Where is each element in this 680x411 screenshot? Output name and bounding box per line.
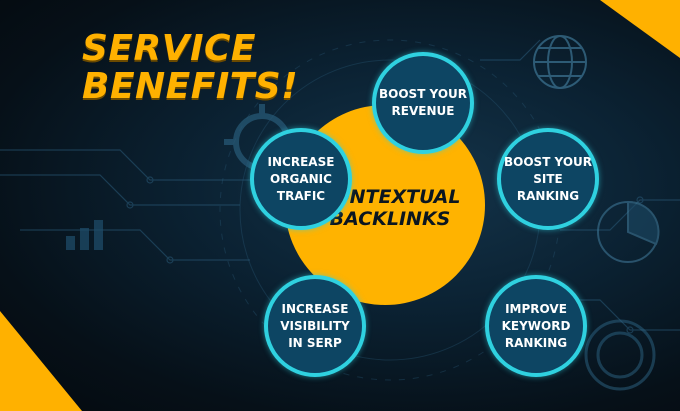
benefit-label: BOOST YOUR SITE RANKING	[504, 154, 592, 205]
benefit-serp-visibility: INCREASE VISIBILITY IN SERP	[264, 275, 366, 377]
benefit-boost-revenue: BOOST YOUR REVENUE	[372, 52, 474, 154]
headline: SERVICE BENEFITS!	[82, 30, 298, 106]
benefit-label-line: BOOST YOUR	[504, 154, 593, 169]
benefit-label-line: BOOST YOUR	[379, 87, 468, 101]
circular-gauge	[584, 319, 656, 391]
benefit-label: INCREASE ORGANIC TRAFIC	[257, 154, 345, 205]
benefit-label-line: VISIBILITY	[280, 318, 350, 333]
pie-chart-icon	[597, 200, 660, 263]
benefit-label-line: TRAFIC	[276, 188, 326, 203]
hub-label-line-2: BACKLINKS	[329, 207, 451, 230]
benefit-label-line: SITE RANKING	[516, 171, 580, 203]
benefit-label: IMPROVE KEYWORD RANKING	[492, 301, 580, 352]
benefit-label-line: KEYWORD	[501, 318, 571, 333]
benefit-label-line: INCREASE	[281, 301, 349, 316]
benefit-label: BOOST YOUR REVENUE	[379, 86, 467, 120]
benefit-label-line: INCREASE	[267, 154, 335, 169]
benefit-label-line: RANKING	[504, 335, 568, 350]
headline-line-2: BENEFITS!	[82, 66, 299, 107]
benefit-label: INCREASE VISIBILITY IN SERP	[271, 301, 359, 352]
globe-icon	[533, 35, 587, 89]
hub-label-line-1: CONTEXTUAL	[319, 185, 461, 208]
benefit-label-line: IMPROVE	[505, 301, 567, 316]
benefit-keyword-ranking: IMPROVE KEYWORD RANKING	[485, 275, 587, 377]
benefit-label-line: IN SERP	[288, 335, 342, 350]
benefit-label-line: REVENUE	[391, 104, 455, 118]
benefit-label-line: ORGANIC	[270, 171, 332, 186]
hub-label: CONTEXTUAL BACKLINKS	[320, 186, 461, 230]
benefit-organic-traffic: INCREASE ORGANIC TRAFIC	[250, 128, 352, 230]
benefit-site-ranking: BOOST YOUR SITE RANKING	[497, 128, 599, 230]
headline-line-1: SERVICE	[82, 28, 257, 69]
bar-chart-icon	[66, 220, 103, 250]
